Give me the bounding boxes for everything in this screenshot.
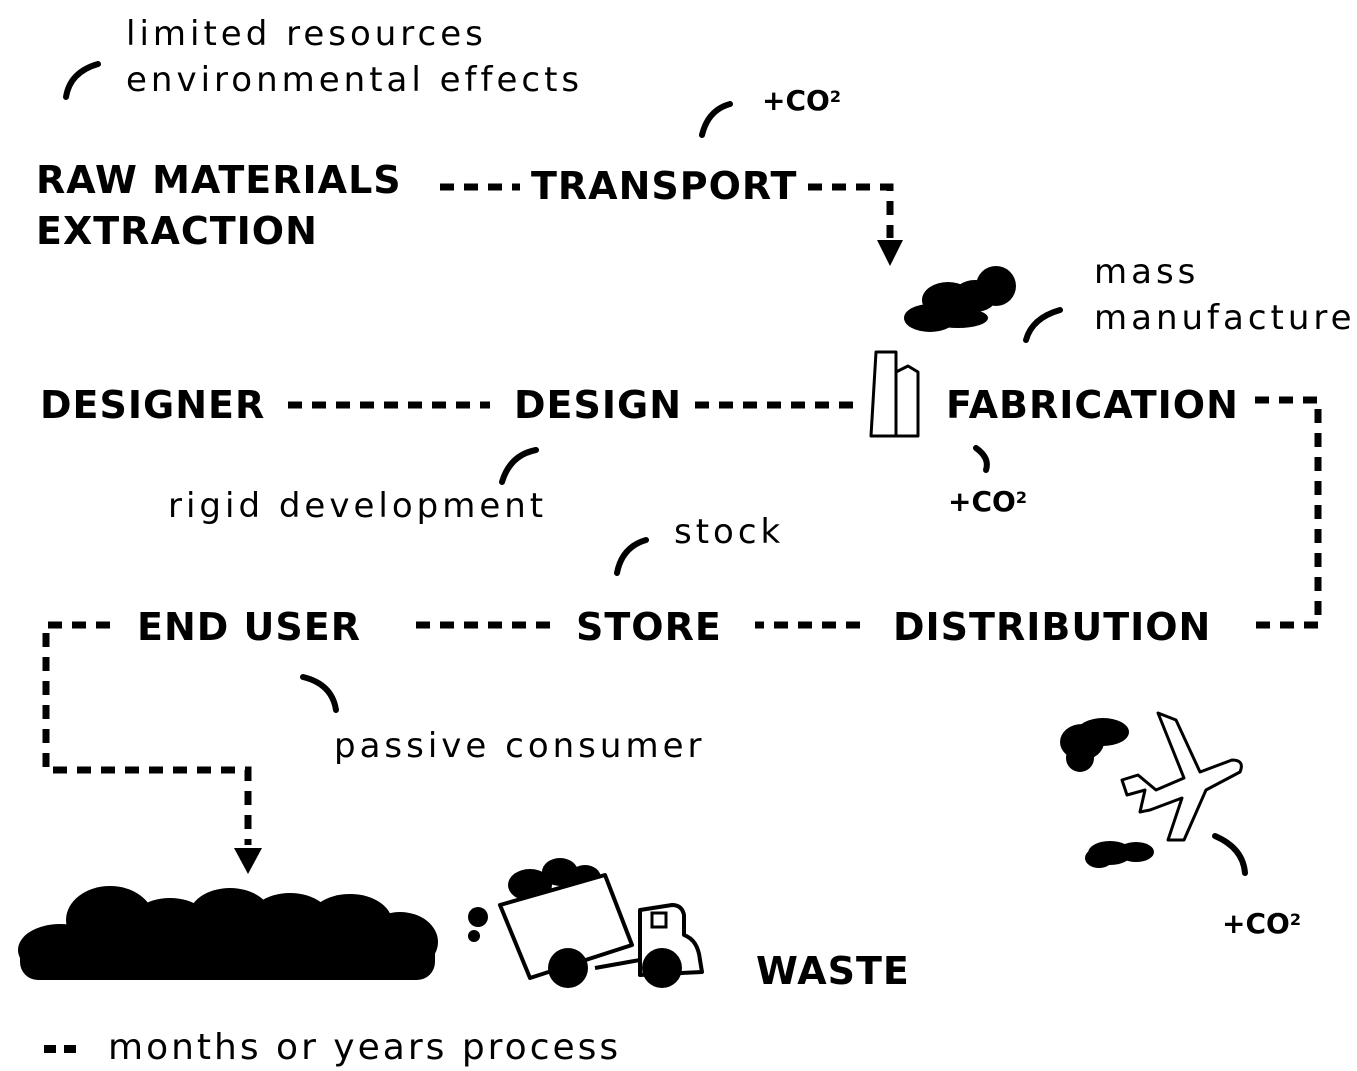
legend-label: months or years process — [108, 1027, 622, 1068]
co2-distribution-label: +CO2 — [1222, 907, 1301, 941]
node-store: STORE — [576, 605, 722, 649]
co2-transport-superscript: 2 — [829, 87, 841, 106]
note-limited-resources: limited resources — [126, 14, 487, 54]
note-manufacture: manufacture — [1094, 298, 1356, 338]
hook-transport-co2 — [699, 101, 733, 138]
note-hooks — [63, 61, 1248, 876]
node-distribution: DISTRIBUTION — [893, 605, 1212, 649]
hook-end-user — [300, 674, 339, 713]
note-mass: mass — [1094, 252, 1200, 292]
node-transport: TRANSPORT — [531, 164, 798, 208]
arrowhead-to-waste — [234, 848, 262, 874]
connector-end-user-to-waste — [42, 621, 252, 845]
co2-distribution-superscript: 2 — [1289, 910, 1301, 929]
note-stock: stock — [674, 512, 785, 552]
node-design: DESIGN — [514, 383, 683, 427]
node-waste: WASTE — [756, 949, 910, 993]
legend-dash-icon — [44, 1045, 76, 1053]
co2-transport-text: +CO — [762, 84, 830, 117]
note-environmental-effects: environmental effects — [126, 60, 584, 100]
hook-design — [499, 447, 539, 485]
note-passive-consumer: passive consumer — [334, 726, 706, 766]
smoke-cloud-icon — [904, 266, 1016, 332]
node-raw-materials: RAW MATERIALS — [36, 158, 402, 202]
hook-stock — [614, 537, 649, 576]
node-designer: DESIGNER — [40, 383, 266, 427]
note-rigid-development: rigid development — [168, 486, 548, 526]
airplane-icon — [1060, 711, 1243, 868]
garbage-truck-icon — [468, 858, 704, 988]
co2-transport-label: +CO2 — [762, 84, 841, 118]
co2-fabrication-superscript: 2 — [1015, 488, 1027, 507]
waste-pile-icon — [18, 886, 438, 980]
hook-raw-materials — [63, 61, 101, 100]
node-extraction: EXTRACTION — [36, 209, 318, 253]
dashed-connectors — [42, 183, 1322, 845]
factory-chimney-icon — [869, 350, 920, 438]
hook-mass-manufacture — [1023, 307, 1063, 343]
node-end-user: END USER — [137, 605, 361, 649]
connector-fabrication-to-distribution — [1252, 396, 1322, 629]
co2-fabrication-text: +CO — [948, 485, 1016, 518]
connector-transport-to-fabrication — [808, 183, 894, 238]
hook-fabrication-co2 — [973, 445, 990, 473]
co2-fabrication-label: +CO2 — [948, 485, 1027, 519]
arrowhead-to-fabrication — [877, 240, 903, 266]
co2-distribution-text: +CO — [1222, 907, 1290, 940]
node-fabrication: FABRICATION — [946, 383, 1239, 427]
hook-distribution-co2 — [1212, 833, 1248, 876]
